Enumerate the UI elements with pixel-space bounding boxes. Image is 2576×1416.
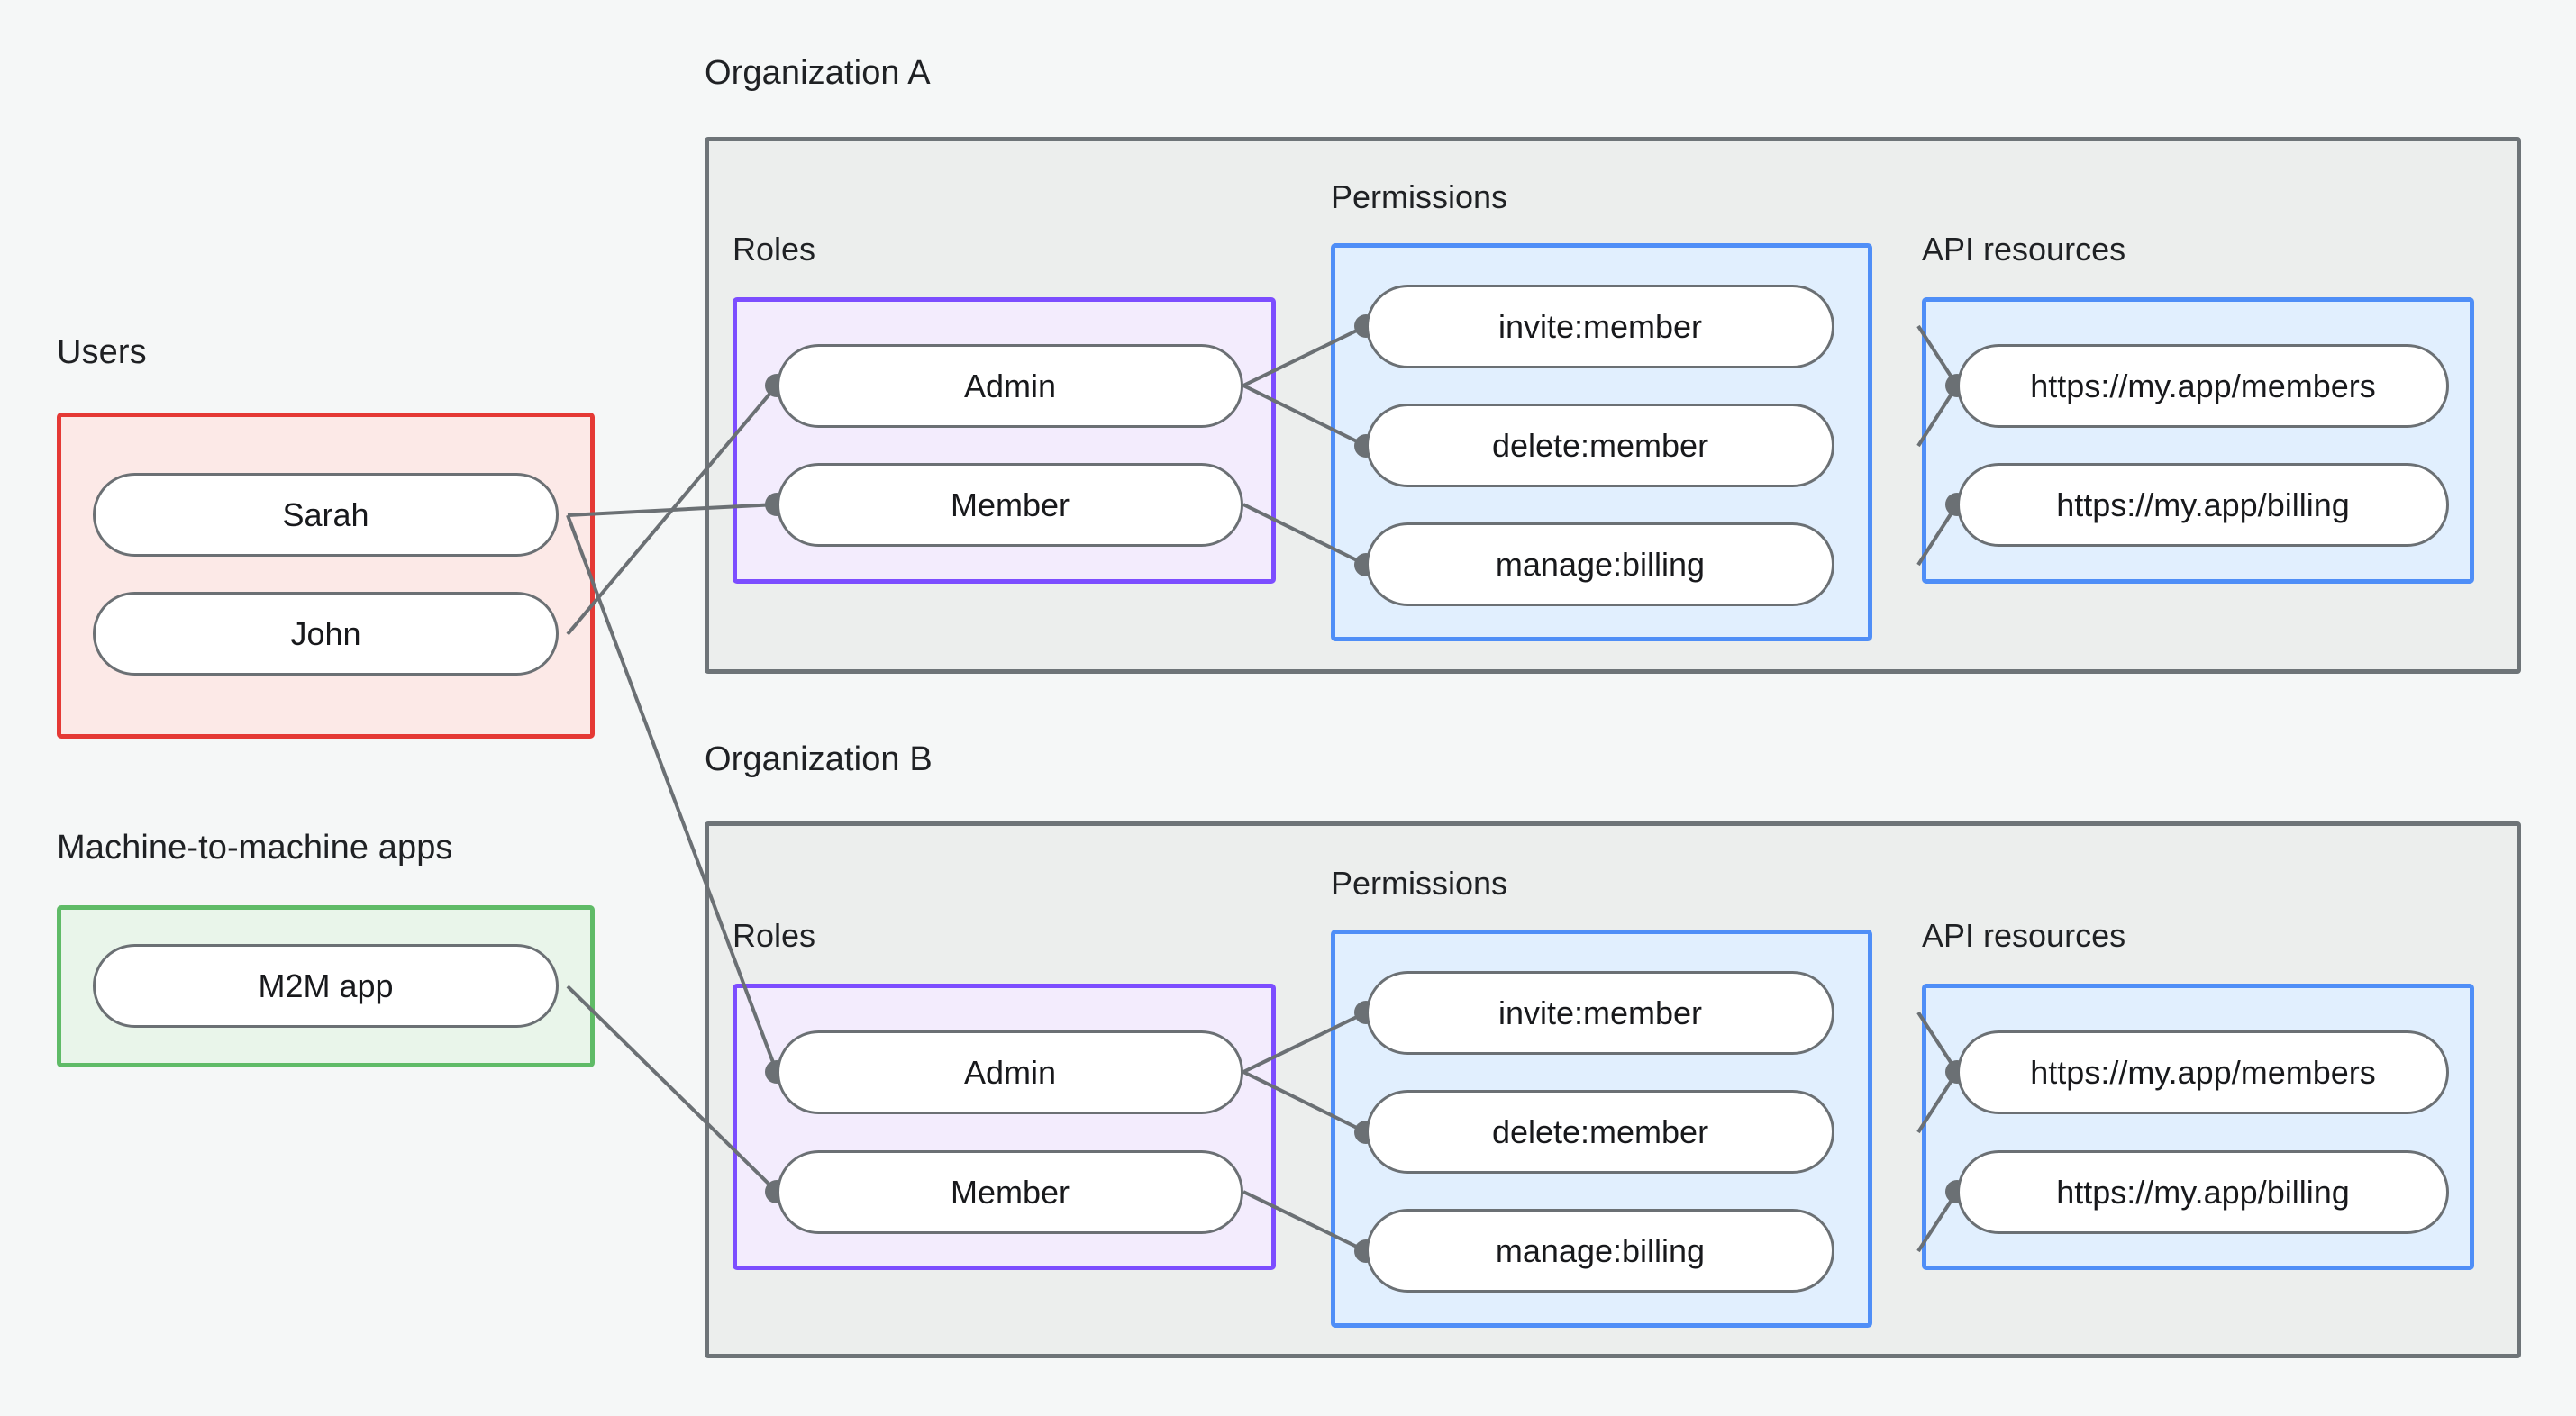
org-b-resource-pill-billing[interactable]: https://my.app/billing [1957, 1150, 2449, 1234]
org-a-api-resources-label: API resources [1922, 231, 2126, 268]
org-a-permissions-label: Permissions [1331, 178, 1508, 215]
org-a-resource-pill-members[interactable]: https://my.app/members [1957, 344, 2449, 428]
org-a-role-pill-member[interactable]: Member [777, 463, 1243, 547]
user-pill-john[interactable]: John [93, 592, 559, 676]
org-b-permission-pill-manage-billing[interactable]: manage:billing [1366, 1209, 1834, 1293]
org-a-permission-pill-manage-billing[interactable]: manage:billing [1366, 522, 1834, 606]
users-panel [57, 413, 595, 739]
org-a-role-pill-admin[interactable]: Admin [777, 344, 1243, 428]
org-b-label: Organization B [705, 740, 933, 778]
users-group-label: Users [57, 333, 147, 371]
org-b-permissions-label: Permissions [1331, 865, 1508, 902]
org-a-resource-pill-billing[interactable]: https://my.app/billing [1957, 463, 2449, 547]
org-b-role-pill-admin[interactable]: Admin [777, 1030, 1243, 1114]
m2m-group-label: Machine-to-machine apps [57, 829, 453, 867]
m2m-pill-app[interactable]: M2M app [93, 944, 559, 1028]
org-b-resource-pill-members[interactable]: https://my.app/members [1957, 1030, 2449, 1114]
org-b-roles-label: Roles [733, 917, 816, 954]
org-b-permission-pill-delete-member[interactable]: delete:member [1366, 1090, 1834, 1174]
org-b-role-pill-member[interactable]: Member [777, 1150, 1243, 1234]
org-b-permission-pill-invite-member[interactable]: invite:member [1366, 971, 1834, 1055]
org-a-permission-pill-invite-member[interactable]: invite:member [1366, 285, 1834, 368]
org-a-permission-pill-delete-member[interactable]: delete:member [1366, 404, 1834, 487]
org-a-label: Organization A [705, 54, 931, 92]
user-pill-sarah[interactable]: Sarah [93, 473, 559, 557]
org-a-roles-label: Roles [733, 231, 816, 268]
org-b-api-resources-label: API resources [1922, 917, 2126, 954]
